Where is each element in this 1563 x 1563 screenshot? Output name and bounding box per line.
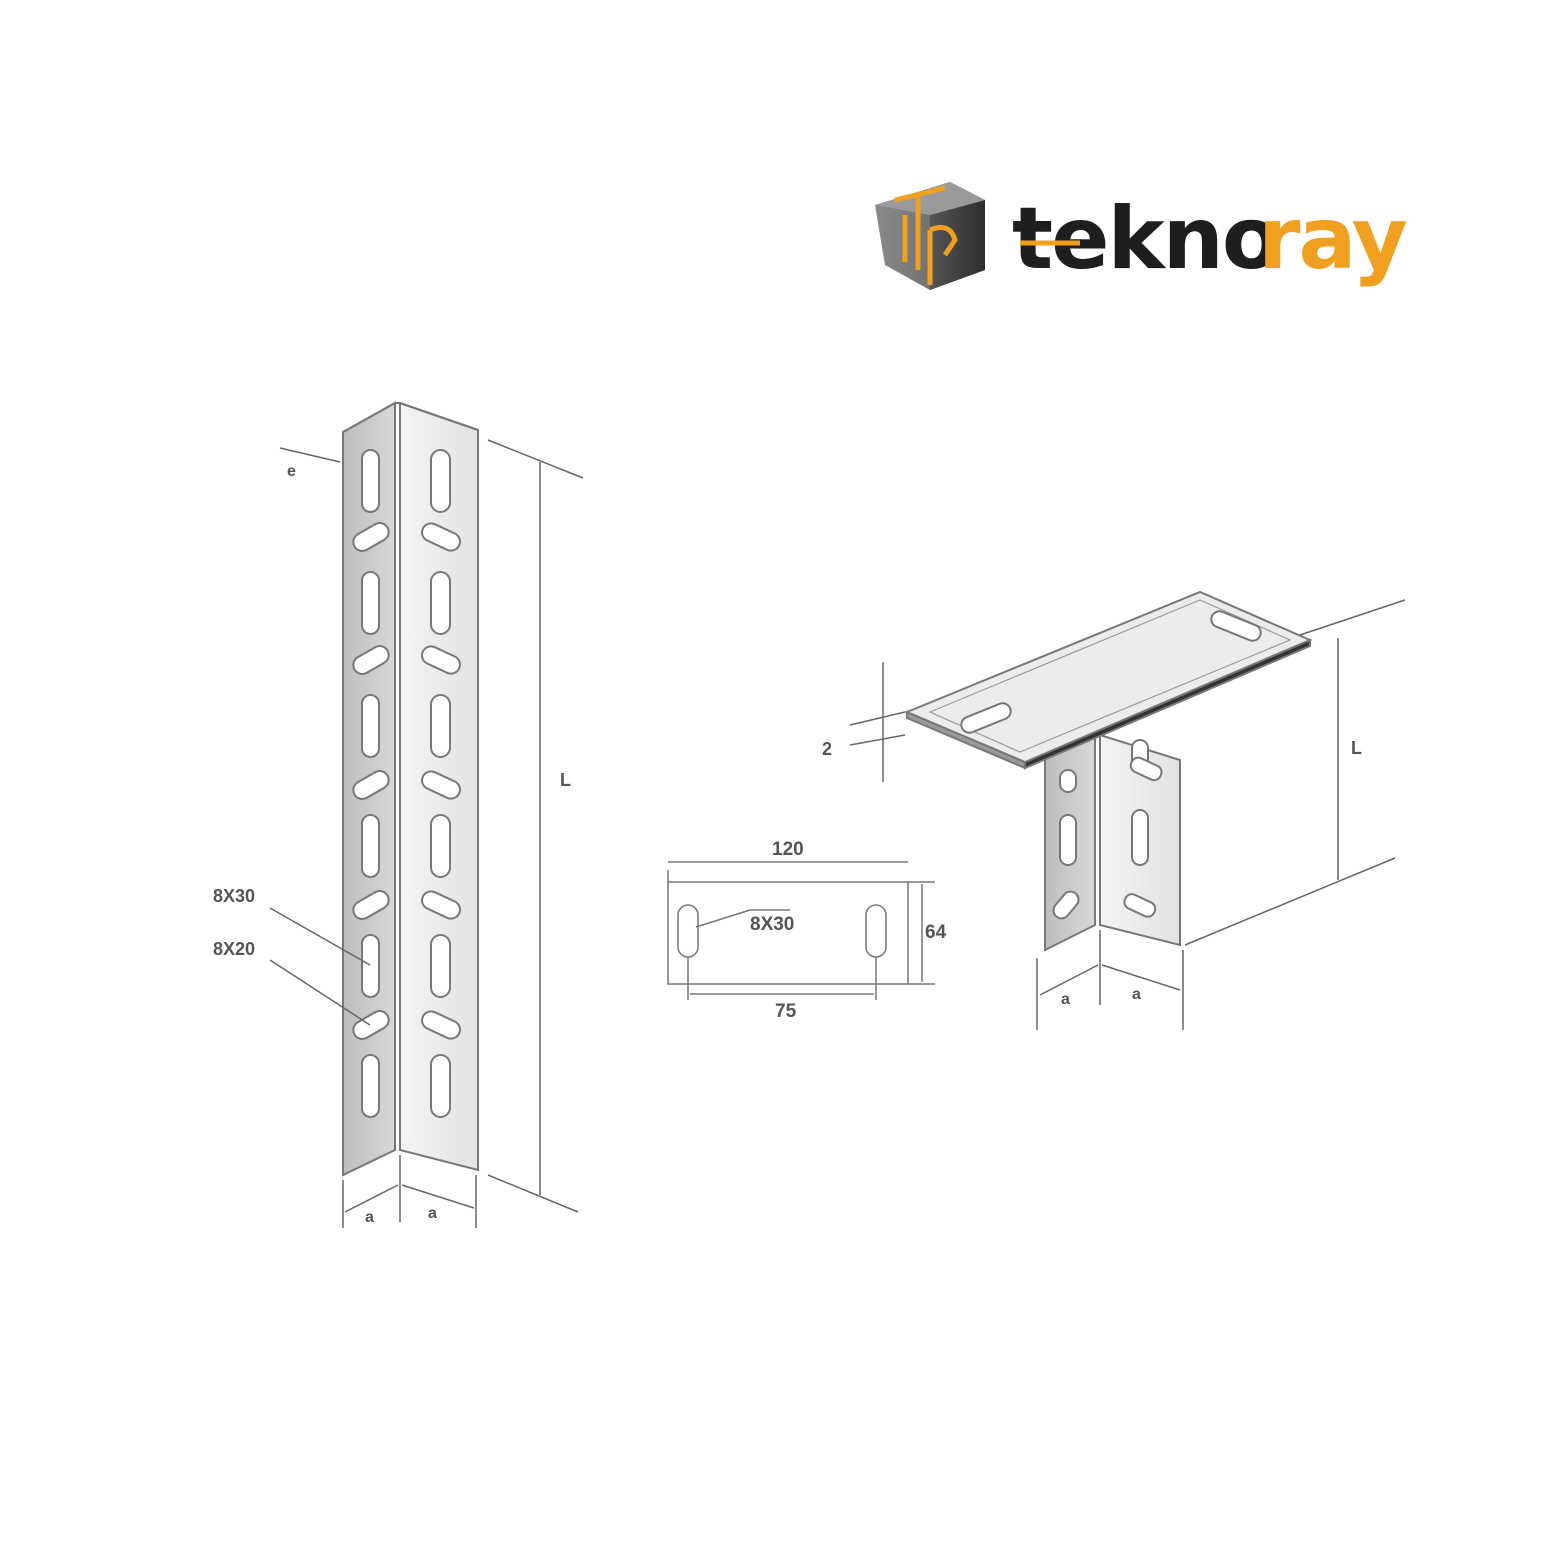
plate-detail-drawing bbox=[667, 861, 935, 1000]
slot-8x20 bbox=[421, 522, 461, 552]
logo-word-accent: ray bbox=[1258, 189, 1407, 289]
plate-height-label: 64 bbox=[925, 922, 947, 943]
width-label-right: a bbox=[428, 1205, 437, 1222]
slot-8x30 bbox=[361, 814, 380, 878]
slot-8x30 bbox=[430, 934, 451, 998]
slot-large-label: 8X30 bbox=[213, 886, 255, 906]
slot-8x20 bbox=[352, 522, 390, 552]
logo-cube-icon bbox=[875, 182, 985, 290]
slot-8x30 bbox=[430, 1054, 451, 1118]
plate-thickness-label: 2 bbox=[822, 739, 832, 759]
length-label: L bbox=[560, 770, 571, 790]
slot-8x20 bbox=[421, 770, 461, 800]
slot-8x30 bbox=[430, 694, 451, 758]
hole-spacing-label: 75 bbox=[775, 1001, 797, 1022]
logo-word-dark: tekno bbox=[1012, 189, 1279, 289]
slot-8x20 bbox=[352, 890, 390, 920]
bracket-width-label-left: a bbox=[1061, 991, 1070, 1008]
angle-profile-drawing bbox=[269, 401, 584, 1228]
slot-8x30 bbox=[361, 449, 380, 513]
slot-8x30 bbox=[361, 571, 380, 635]
slot-small-label: 8X20 bbox=[213, 939, 255, 959]
slot-8x30 bbox=[361, 1054, 380, 1118]
thickness-label: e bbox=[287, 463, 296, 480]
slot-8x30 bbox=[430, 449, 451, 513]
plate-width-label: 120 bbox=[772, 839, 804, 860]
width-label-left: a bbox=[365, 1209, 374, 1226]
slot-8x20 bbox=[421, 1010, 461, 1040]
slot-8x20 bbox=[421, 645, 461, 675]
plate-slot-label: 8X30 bbox=[750, 914, 794, 935]
slot-8x30 bbox=[361, 934, 380, 998]
slot-8x20 bbox=[352, 770, 390, 800]
bracket-length-label: L bbox=[1351, 738, 1362, 758]
bracket-with-plate-drawing bbox=[849, 590, 1406, 1030]
slot-8x20 bbox=[421, 890, 461, 920]
slot-8x30 bbox=[361, 694, 380, 758]
slot-8x30 bbox=[430, 571, 451, 635]
slot-8x20 bbox=[352, 1010, 390, 1040]
bracket-width-label-right: a bbox=[1132, 986, 1141, 1003]
slot-8x30 bbox=[430, 814, 451, 878]
slot-8x20 bbox=[352, 645, 390, 675]
teknoray-logo: tekno ray bbox=[875, 182, 1409, 290]
